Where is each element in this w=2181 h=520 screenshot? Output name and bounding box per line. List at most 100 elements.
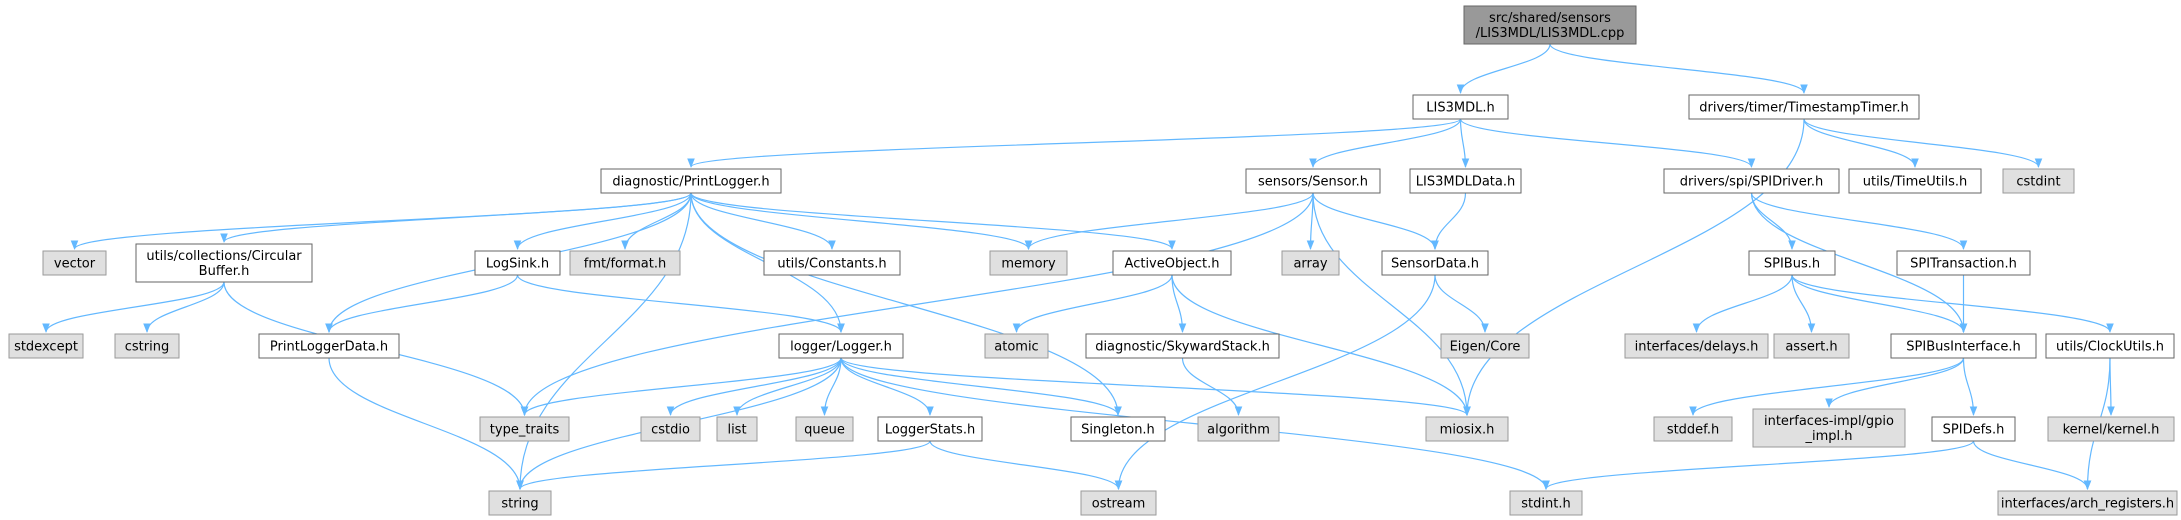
node-printlogger[interactable]: diagnostic/PrintLogger.h [600, 168, 782, 194]
node-type_traits-box [479, 416, 570, 442]
node-loggerstats[interactable]: LoggerStats.h [877, 416, 983, 442]
node-spidriver[interactable]: drivers/spi/SPIDriver.h [1663, 168, 1840, 194]
node-vector: vector [42, 250, 107, 276]
node-array-box [1281, 250, 1340, 276]
node-timestamptimer[interactable]: drivers/timer/TimestampTimer.h [1688, 94, 1920, 120]
edge-sensordata-to-eigencore [1434, 274, 1489, 333]
node-logger-box [778, 333, 904, 359]
node-lis3mdl_h[interactable]: LIS3MDL.h [1412, 94, 1509, 120]
node-root[interactable]: src/shared/sensors/LIS3MDL/LIS3MDL.cpp [1463, 5, 1637, 45]
node-fmt-label: fmt/format.h [584, 257, 666, 272]
node-clockutils[interactable]: utils/ClockUtils.h [2045, 333, 2175, 359]
edge-timestamptimer-to-cstdint [1803, 118, 2043, 168]
edge-sensordata-to-ostream [1114, 274, 1436, 490]
node-string-box [488, 490, 552, 516]
edge-logsink-to-printloggerdata [325, 274, 519, 333]
node-spidefs[interactable]: SPIDefs.h [1931, 416, 2016, 442]
node-singleton[interactable]: Singleton.h [1070, 416, 1166, 442]
node-type_traits-label: type_traits [490, 423, 560, 438]
node-stdint: stdint.h [1509, 490, 1583, 516]
node-list-box [716, 416, 758, 442]
node-skywardstack-label: diagnostic/SkywardStack.h [1095, 340, 1270, 355]
edge-spibusinterface-to-stddef [1689, 357, 1965, 416]
edge-printlogger-to-circularbuffer [220, 192, 692, 243]
node-logsink-label: LogSink.h [486, 257, 549, 272]
edge-logger-to-loggerstats [840, 357, 934, 416]
edge-lis3mdldata-to-sensordata [1431, 192, 1467, 250]
node-logsink[interactable]: LogSink.h [474, 250, 561, 276]
edge-lis3mdl_h-to-sensor [1309, 118, 1462, 168]
node-printloggerdata[interactable]: PrintLoggerData.h [258, 333, 400, 359]
edge-spibus-to-clockutils [1791, 274, 2114, 333]
node-assert-label: assert.h [1785, 340, 1837, 355]
edge-root-to-lis3mdl_h [1456, 43, 1551, 94]
node-lis3mdldata[interactable]: LIS3MDLData.h [1409, 168, 1522, 194]
edge-spidefs-to-arch_registers [1972, 440, 2092, 490]
node-skywardstack-box [1085, 333, 1280, 359]
node-gpio_impl-box [1752, 408, 1906, 448]
node-layer: src/shared/sensors/LIS3MDL/LIS3MDL.cppLI… [8, 5, 2178, 516]
node-loggerstats-box [877, 416, 983, 442]
edge-loggerstats-to-string [516, 440, 931, 490]
node-cstring: cstring [114, 333, 180, 359]
node-singleton-box [1070, 416, 1166, 442]
edge-printlogger-to-string [516, 192, 692, 490]
node-spitransaction[interactable]: SPITransaction.h [1896, 250, 2031, 276]
node-cstdint-box [2002, 168, 2075, 194]
node-activeobject-label: ActiveObject.h [1125, 257, 1220, 272]
node-kernel-box [2047, 416, 2175, 442]
edge-logger-to-miosix [840, 357, 1471, 416]
edge-printlogger-to-constants [690, 192, 836, 250]
node-assert: assert.h [1773, 333, 1850, 359]
node-logger[interactable]: logger/Logger.h [778, 333, 904, 359]
edge-timestamptimer-to-timeutils [1803, 118, 1919, 168]
node-timeutils[interactable]: utils/TimeUtils.h [1848, 168, 1982, 194]
node-assert-box [1773, 333, 1850, 359]
node-spibusinterface-box [1890, 333, 2037, 359]
node-constants[interactable]: utils/Constants.h [763, 250, 901, 276]
node-stddef-label: stddef.h [1667, 423, 1719, 438]
node-spibus[interactable]: SPIBus.h [1748, 250, 1836, 276]
edge-spibusinterface-to-gpio_impl [1825, 357, 1965, 408]
node-spidriver-box [1663, 168, 1840, 194]
edge-logger-to-queue [820, 357, 842, 416]
node-list-label: list [727, 423, 746, 438]
node-atomic-box [984, 333, 1049, 359]
edge-printlogger-to-vector [70, 192, 692, 250]
node-sensordata[interactable]: SensorData.h [1381, 250, 1489, 276]
edge-lis3mdl_h-to-printlogger [687, 118, 1462, 168]
node-circularbuffer-label: Buffer.h [199, 264, 250, 279]
node-activeobject[interactable]: ActiveObject.h [1112, 250, 1232, 276]
edge-printlogger-to-logsink [513, 192, 692, 250]
node-list: list [716, 416, 758, 442]
node-queue-box [795, 416, 854, 442]
node-spitransaction-label: SPITransaction.h [1910, 257, 2017, 272]
edge-root-to-timestamptimer [1549, 43, 1808, 94]
node-spidefs-box [1931, 416, 2016, 442]
node-skywardstack[interactable]: diagnostic/SkywardStack.h [1085, 333, 1280, 359]
node-atomic-label: atomic [994, 340, 1038, 355]
node-arch_registers-label: interfaces/arch_registers.h [2001, 497, 2174, 512]
node-loggerstats-label: LoggerStats.h [885, 423, 975, 438]
edge-spibus-to-assert [1791, 274, 1816, 333]
edge-spidriver-to-spibusinterface [1750, 192, 1968, 333]
node-cstdio: cstdio [640, 416, 701, 442]
node-miosix: miosix.h [1425, 416, 1509, 442]
edge-circularbuffer-to-stdexcept [42, 281, 225, 333]
node-spibusinterface-label: SPIBusInterface.h [1906, 340, 2020, 355]
node-activeobject-box [1112, 250, 1232, 276]
node-spidefs-label: SPIDefs.h [1943, 423, 2005, 438]
node-eigencore-label: Eigen/Core [1450, 340, 1521, 355]
node-sensordata-label: SensorData.h [1391, 257, 1479, 272]
node-spitransaction-box [1896, 250, 2031, 276]
edge-skywardstack-to-algorithm [1181, 357, 1243, 416]
node-circularbuffer-label: utils/collections/Circular [146, 249, 302, 264]
node-circularbuffer-box [135, 243, 313, 283]
edge-spidriver-to-spibus [1750, 192, 1796, 250]
node-spibusinterface[interactable]: SPIBusInterface.h [1890, 333, 2037, 359]
node-sensor[interactable]: sensors/Sensor.h [1245, 168, 1381, 194]
node-timestamptimer-box [1688, 94, 1920, 120]
edge-logsink-to-logger [516, 274, 845, 333]
